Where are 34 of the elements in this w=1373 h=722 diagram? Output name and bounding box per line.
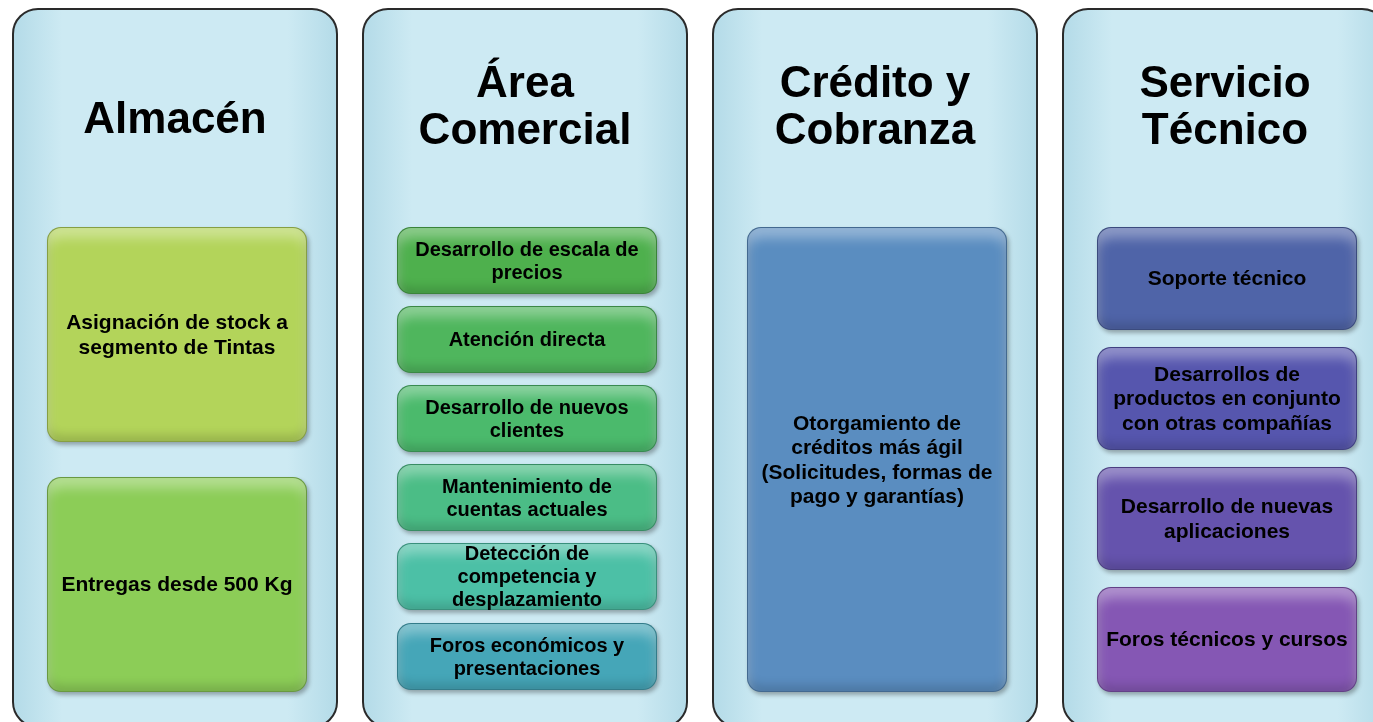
content-card xyxy=(397,385,657,452)
content-card xyxy=(397,227,657,294)
content-card xyxy=(397,623,657,690)
column-title: Almacén xyxy=(83,93,267,141)
content-card xyxy=(747,227,1007,692)
column-panel xyxy=(12,8,338,722)
card-text: Atención directa xyxy=(448,328,606,351)
content-card xyxy=(397,306,657,373)
card-text: Desarrollo de escala de precios xyxy=(414,237,640,284)
card-text: Desarrollo de nuevos clientes xyxy=(424,395,630,442)
column-panel xyxy=(712,8,1038,722)
card-text: Desarrollo de nuevas aplicaciones xyxy=(1119,494,1335,543)
card-text: Entregas desde 500 Kg xyxy=(61,572,293,597)
content-card xyxy=(1097,347,1357,450)
content-card xyxy=(397,464,657,531)
card-text: Detección de competencia y desplazamiento xyxy=(450,542,603,611)
column-title: Servicio Técnico xyxy=(1138,58,1312,152)
card-text: Otorgamiento de créditos más ágil (Solicitudes, formas de pago y garantías) xyxy=(760,411,994,508)
content-card xyxy=(397,543,657,610)
content-card xyxy=(47,227,307,442)
card-text: Foros económicos y presentaciones xyxy=(428,633,626,680)
content-card xyxy=(47,477,307,692)
card-text: Mantenimiento de cuentas actuales xyxy=(441,474,613,521)
column-panel xyxy=(1062,8,1373,722)
card-text: Desarrollos de productos en conjunto con otras compañías xyxy=(1112,362,1342,435)
card-text: Foros técnicos y cursos xyxy=(1106,627,1348,652)
content-card xyxy=(1097,467,1357,570)
content-card xyxy=(1097,227,1357,330)
column-title: Crédito y Cobranza xyxy=(773,58,977,152)
content-card xyxy=(1097,587,1357,692)
column-title: Área Comercial xyxy=(417,58,633,152)
card-text: Asignación de stock a segmento de Tintas xyxy=(65,310,289,359)
column-panel xyxy=(362,8,688,722)
card-text: Soporte técnico xyxy=(1147,266,1307,291)
